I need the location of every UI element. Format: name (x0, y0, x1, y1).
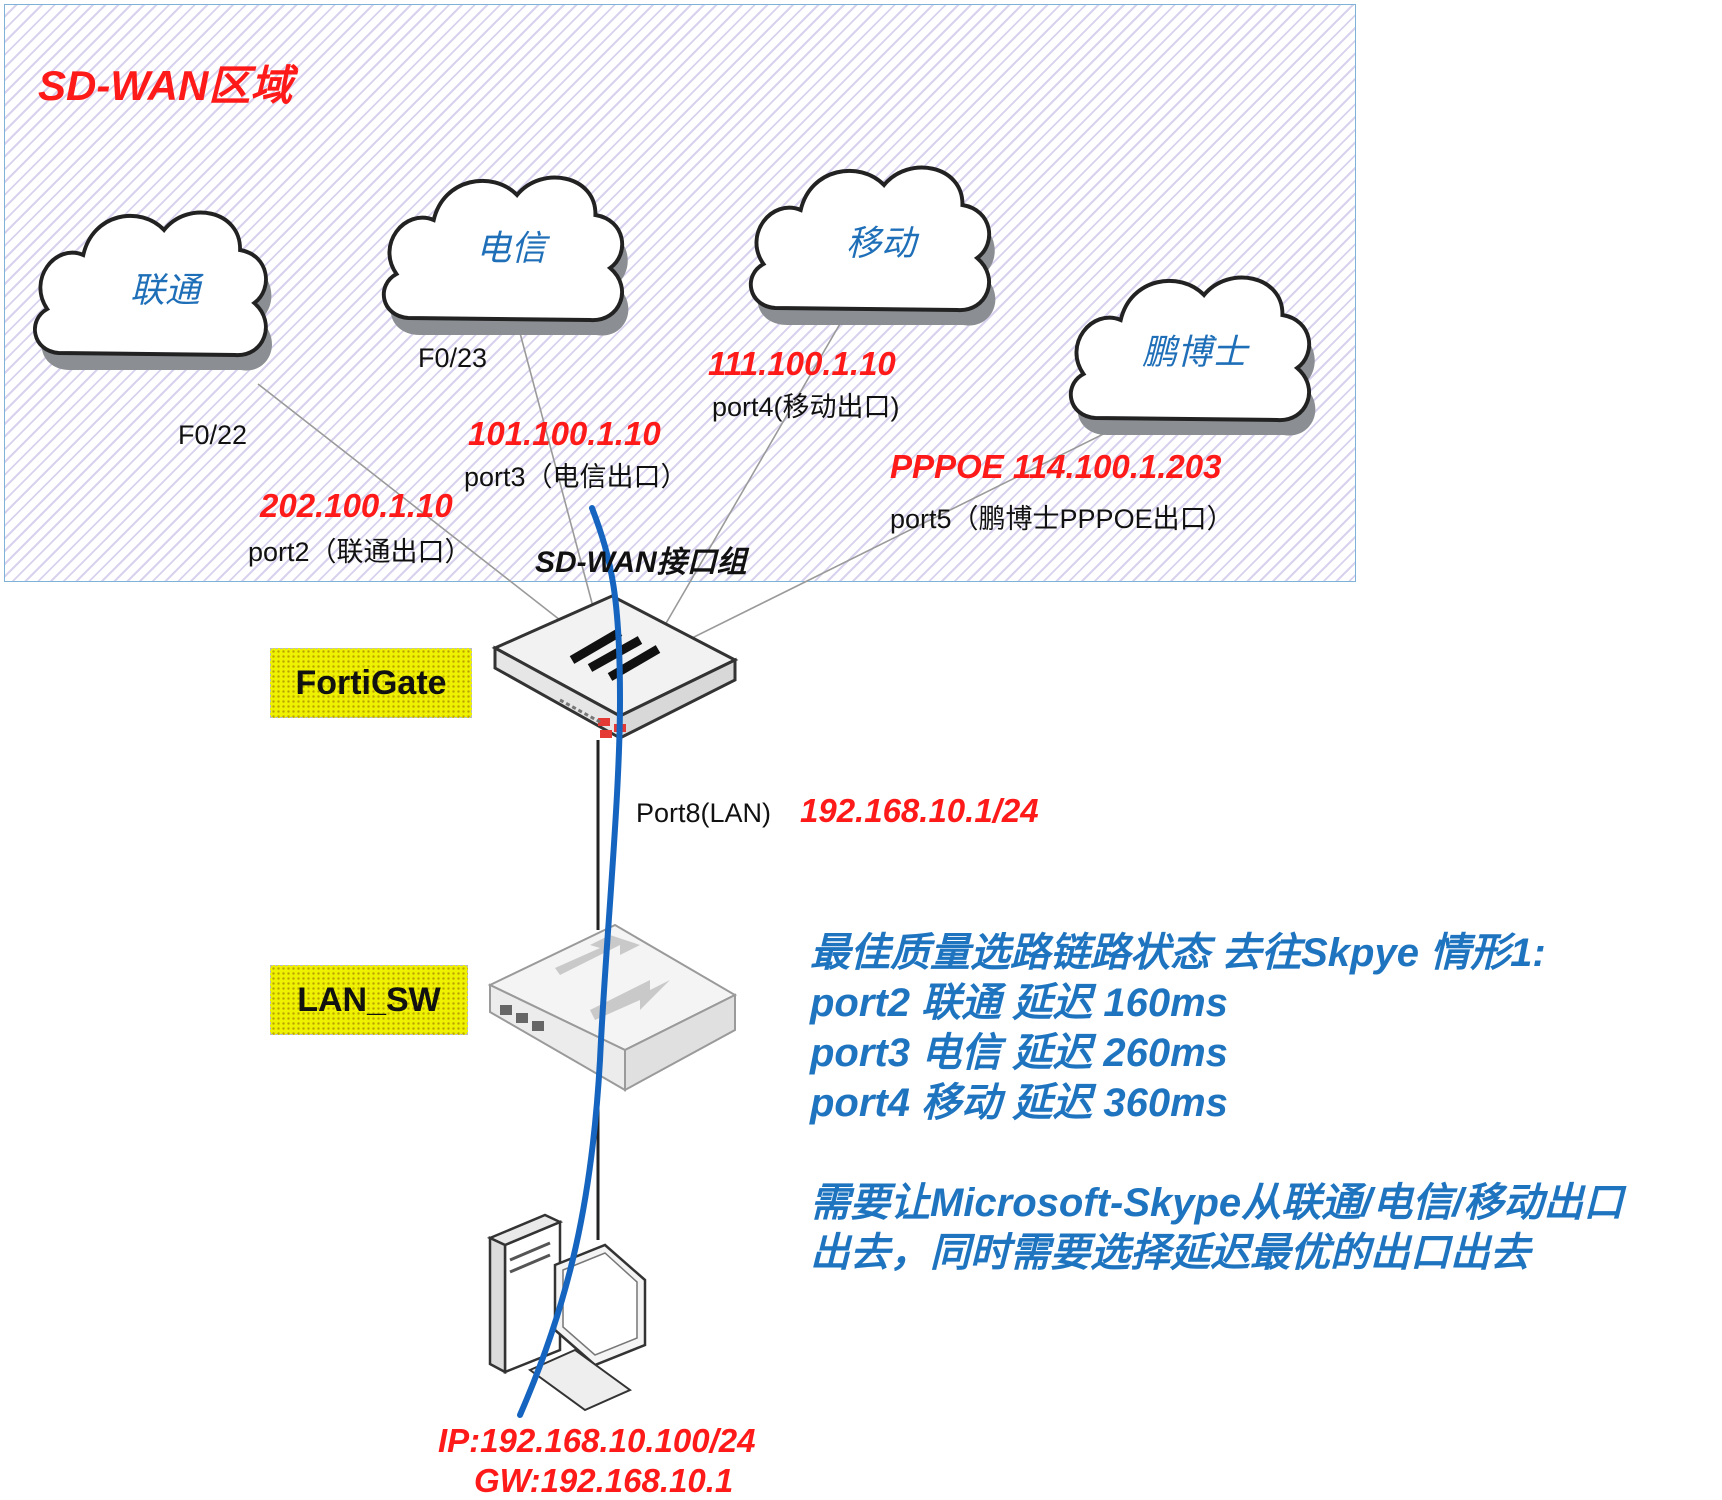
link-unicom (257, 383, 561, 621)
cloud-label-pengboshi: 鹏博士 (1142, 333, 1248, 373)
pc-gw: GW:192.168.10.1 (474, 1462, 734, 1499)
port4-ip: 111.100.1.10 (708, 345, 896, 382)
sdwan-group-label: SD-WAN接口组 (535, 546, 747, 579)
pc-icon (486, 1213, 647, 1412)
info-line-6: 出去，同时需要选择延迟最优的出口出去 (810, 1231, 1530, 1275)
traffic-path (517, 505, 624, 1418)
cloud-label-mobile: 移动 (846, 224, 917, 264)
link-mobile (664, 297, 856, 626)
zone-title: SD-WAN区域 (38, 62, 293, 109)
port5-ip: PPPOE 114.100.1.203 (890, 448, 1222, 485)
fortigate-tag: FortiGate (270, 648, 472, 718)
port8-label: Port8(LAN) (636, 798, 772, 828)
cloud-label-telecom: 电信 (476, 229, 547, 269)
port4-label: port4(移动出口) (712, 392, 900, 422)
lan-switch-icon (487, 923, 738, 1092)
info-line-3: port3 电信 延迟 260ms (810, 1031, 1228, 1075)
port3-label: port3（电信出口） (464, 462, 688, 492)
info-line-4: port4 移动 延迟 360ms (810, 1081, 1228, 1125)
port2-label: port2（联通出口） (248, 537, 472, 567)
info-line-1: 最佳质量选路链路状态 去往Skpye 情形1: (810, 931, 1546, 975)
info-line-5: 需要让Microsoft-Skype从联通/电信/移动出口 (810, 1181, 1624, 1225)
f022-label: F0/22 (178, 420, 248, 450)
port3-ip: 101.100.1.10 (468, 415, 661, 452)
cloud-label-unicom: 联通 (130, 271, 201, 311)
port5-label: port5（鹏博士PPPOE出口） (890, 504, 1234, 534)
lan-sw-tag: LAN_SW (270, 965, 468, 1035)
link-telecom (519, 332, 597, 619)
port2-ip: 202.100.1.10 (260, 487, 453, 524)
link-pengboshi (687, 401, 1169, 641)
info-line-2: port2 联通 延迟 160ms (810, 981, 1228, 1025)
pc-ip: IP:192.168.10.100/24 (438, 1422, 756, 1459)
port8-ip: 192.168.10.1/24 (800, 792, 1039, 829)
wan-links (257, 297, 1169, 641)
f023-label: F0/23 (418, 343, 488, 373)
